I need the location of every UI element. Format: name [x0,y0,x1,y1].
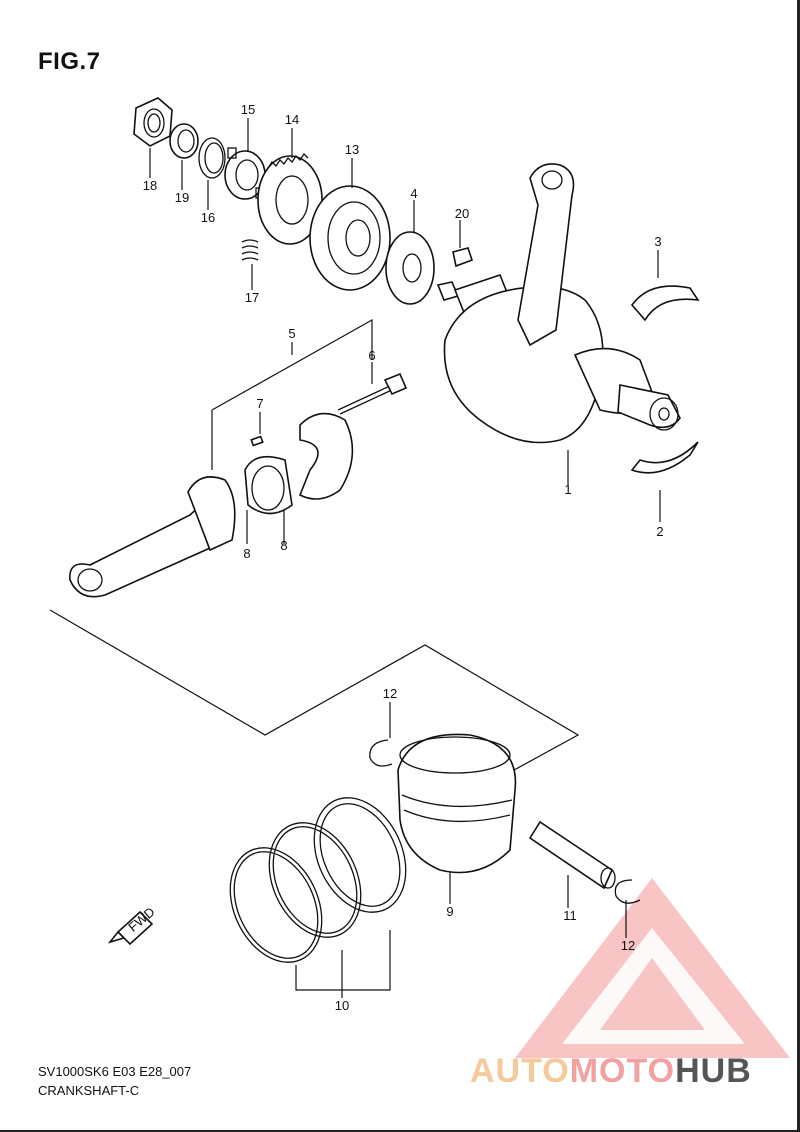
callout-numbers: 1 2 3 4 5 6 7 8 8 9 10 11 12 12 13 14 15… [143,102,664,1013]
figure-title: FIG.7 [38,48,101,75]
part-4-washer [385,231,435,305]
callout-18: 18 [143,178,157,193]
callout-11: 11 [563,908,577,923]
part-10-rings [229,797,407,963]
part-18-nut [133,97,173,147]
part-20-key [452,247,474,268]
watermark-triangle [515,878,790,1058]
callout-2: 2 [656,524,663,539]
part-1-crankshaft [436,274,681,444]
right-border [797,0,800,1132]
part-13-primary-gear [309,185,391,291]
callout-5: 5 [288,326,295,341]
callout-15: 15 [241,102,255,117]
watermark-part-c: HUB [675,1052,752,1090]
callout-7: 7 [256,396,263,411]
conrod-cap [298,412,354,500]
part-12-circlip-top [369,739,393,767]
part-16-circlip [198,137,226,179]
part-8-bearings [244,455,293,515]
part-12-circlip-bottom [614,879,641,904]
part-19-washer [169,123,199,159]
part-7-dowel [250,435,264,447]
watermark-logo: AUTOMOTOHUB [470,1052,752,1091]
leader-lines [149,118,661,998]
callout-13: 13 [345,142,359,157]
callout-20: 20 [455,206,469,221]
callout-17: 17 [245,290,259,305]
part-6-bolt [337,372,408,415]
watermark-part-a: AUTO [470,1052,570,1090]
part-17-spring [241,239,259,261]
fwd-arrow-icon: FWD [107,904,158,946]
part-5-conrod [69,476,236,598]
watermark-part-b: MOTO [569,1052,676,1090]
part-3-bearing [630,285,700,322]
callout-4: 4 [410,186,417,201]
part-15-lock-plate [224,147,266,200]
projection-line-upper [49,609,580,776]
part-11-piston-pin [528,820,616,890]
part-2-bearing [630,441,699,474]
callout-16: 16 [201,210,215,225]
callout-14: 14 [285,112,299,127]
part-9-piston [397,733,517,874]
callout-8a: 8 [243,546,250,561]
callout-6: 6 [368,348,375,363]
figure-code: SV1000SK6 E03 E28_007 [38,1064,192,1079]
callout-1: 1 [564,482,571,497]
callout-12a: 12 [383,686,397,701]
callout-19: 19 [175,190,189,205]
callout-3: 3 [654,234,661,249]
callout-8b: 8 [280,538,287,553]
section-name: CRANKSHAFT-C [38,1083,140,1098]
bottom-border [0,1130,800,1132]
callout-9: 9 [446,904,453,919]
conrod-on-crank [517,163,575,347]
callout-12b: 12 [621,938,635,953]
callout-10: 10 [335,998,349,1013]
projection-line-5-group [211,318,373,470]
